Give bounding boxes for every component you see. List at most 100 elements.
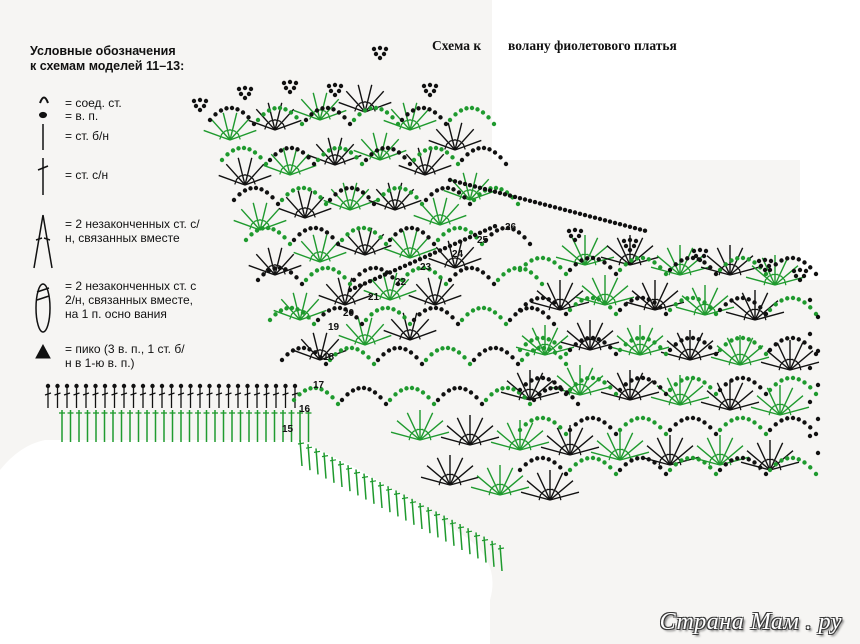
- stitch-fan: [740, 440, 800, 471]
- stitch-fan: [218, 157, 272, 186]
- chain-arc: [767, 295, 819, 317]
- chain-arc: [339, 385, 389, 407]
- chain-arc: [617, 295, 669, 317]
- picot-cluster: [326, 82, 344, 98]
- picot-cluster: [421, 82, 439, 98]
- row-number: 15: [282, 424, 294, 435]
- legend-title: Условные обозначения к схемам моделей 11…: [30, 44, 210, 74]
- row-number: 23: [420, 262, 432, 273]
- stitch-fan: [660, 330, 720, 361]
- chain-arc: [459, 145, 509, 167]
- chain-arc: [483, 385, 533, 407]
- row-number: 25: [477, 235, 489, 246]
- stitch-fan: [428, 122, 482, 151]
- picot-cluster: [621, 237, 639, 253]
- stitch-fan: [760, 340, 820, 371]
- picot-cluster: [236, 85, 254, 101]
- chain-arc: [291, 225, 341, 247]
- chain-arc: [471, 345, 521, 367]
- chain-arc: [423, 185, 473, 207]
- chain-arc: [717, 455, 769, 477]
- chain-arc: [667, 295, 719, 317]
- chain-arc: [207, 105, 257, 127]
- picot-cluster: [281, 79, 299, 95]
- chain-arc: [351, 265, 401, 287]
- chain-arc: [315, 145, 365, 167]
- chain-arc: [351, 105, 401, 127]
- chain-arc: [717, 335, 769, 357]
- stitch-fan: [600, 370, 660, 401]
- stitch-fan: [500, 370, 560, 401]
- stitch-fan: [700, 380, 760, 411]
- double-crochet-icon: [37, 158, 49, 195]
- stitch-fan: [338, 84, 392, 113]
- chain-arc: [717, 375, 769, 397]
- stitch-fan: [203, 112, 257, 141]
- chain-arc: [435, 385, 485, 407]
- row-number: 17: [313, 380, 325, 391]
- heading-part1: Схема к: [432, 38, 482, 53]
- chain-arc: [399, 105, 449, 127]
- legend-item-single-crochet: = ст. б/н: [65, 129, 110, 143]
- stitch-fan: [650, 245, 710, 276]
- chain-arc: [567, 335, 619, 357]
- chain-arc: [267, 305, 317, 327]
- picot-cluster: [791, 267, 809, 283]
- chain-arc: [519, 345, 569, 367]
- chain-arc: [303, 105, 353, 127]
- chain-arc: [447, 265, 497, 287]
- stitch-fan: [273, 292, 327, 321]
- chain-arc: [567, 455, 619, 477]
- chain-arc: [495, 265, 545, 287]
- stitch-fan: [293, 234, 347, 263]
- chain-arc: [617, 455, 669, 477]
- legend-title-line2: к схемам моделей 11–13:: [30, 59, 185, 73]
- stitch-fan: [338, 317, 392, 346]
- chain-arc: [567, 255, 619, 277]
- stitch-fan: [248, 247, 302, 276]
- chain-arc: [617, 255, 669, 277]
- chain-arc: [375, 185, 425, 207]
- chain-arc: [717, 255, 769, 277]
- stitch-fan: [750, 385, 810, 416]
- chain-arc: [315, 305, 365, 327]
- paper-patch-2: [800, 160, 860, 280]
- stitch-fan: [413, 197, 467, 226]
- legend-item-picot: = пико (3 в. п., 1 ст. б/н в 1-ю в. п.): [65, 342, 185, 370]
- picot-cluster: [566, 227, 584, 243]
- stitch-fan: [675, 285, 735, 316]
- neckline-band: [44, 383, 505, 572]
- chain-arc: [411, 305, 461, 327]
- row-number: 21: [368, 292, 380, 303]
- chain-arc: [459, 305, 509, 327]
- chain-arc: [279, 185, 329, 207]
- chain-arc: [767, 375, 819, 397]
- legend-icons: [33, 96, 53, 359]
- chain-arc: [255, 105, 305, 127]
- chain-arc: [339, 225, 389, 247]
- chain-arc: [717, 415, 769, 437]
- legend-item-dc2tog: = 2 незаконченных ст. с/н, связанных вме…: [65, 217, 200, 245]
- chain-arc: [387, 385, 437, 407]
- picot-icon: [35, 343, 51, 359]
- row-number: 26: [505, 222, 517, 233]
- chain-arc: [279, 345, 329, 367]
- tr2-cluster-icon: [35, 283, 51, 333]
- row-number: 20: [343, 308, 355, 319]
- stitch-fan: [440, 415, 500, 446]
- stitch-fan: [590, 430, 650, 461]
- stitch-fan: [383, 230, 437, 259]
- chain-arc: [243, 225, 293, 247]
- chain-arc: [219, 145, 269, 167]
- chain-arc: [483, 225, 533, 247]
- stitch-fan: [520, 470, 580, 501]
- row-number: 19: [328, 322, 340, 333]
- chain-arc: [567, 415, 619, 437]
- legend-item-tr2-cluster: = 2 незаконченных ст. с 2/н, связанных в…: [65, 279, 197, 321]
- stitch-fan: [408, 277, 462, 306]
- chain-arc: [507, 305, 557, 327]
- picot-cluster: [756, 257, 774, 273]
- stitch-fan: [353, 132, 407, 161]
- picot-cluster: [191, 97, 209, 113]
